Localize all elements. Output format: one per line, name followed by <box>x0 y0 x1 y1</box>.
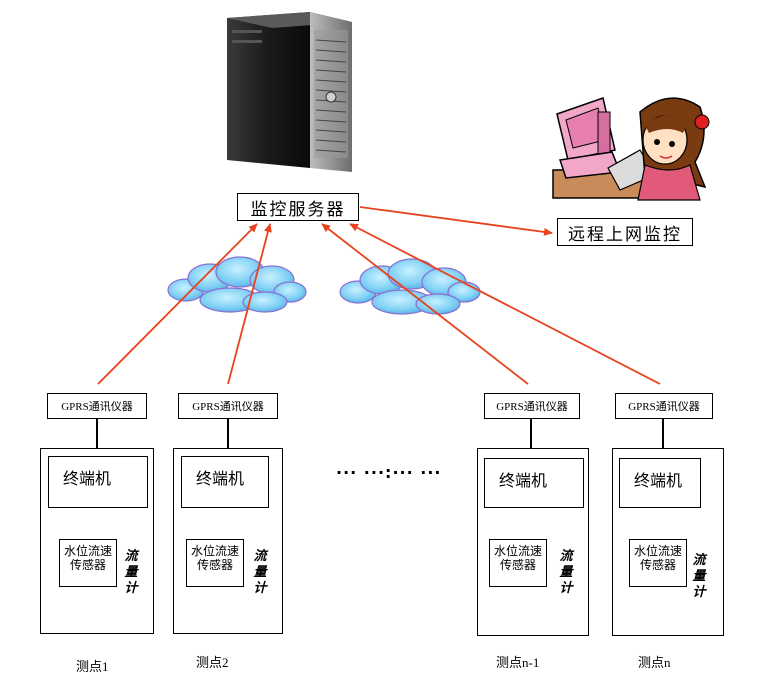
flowmeter-label: 流量计 <box>253 549 267 596</box>
gprs-device-label: GPRS通讯仪器 <box>484 393 580 419</box>
sensor-box: 水位流速 传感器 <box>489 539 547 587</box>
sensor-label-line2: 传感器 <box>69 558 106 572</box>
station-box: 终端机 水位流速 传感器 流量计 <box>40 448 154 634</box>
flowmeter-label: 流量计 <box>559 549 573 596</box>
station-box: 终端机 水位流速 传感器 流量计 <box>477 448 589 636</box>
station-caption: 测点n <box>638 655 671 670</box>
server-tower-icon <box>227 12 352 172</box>
ellipsis-separator: ··· ···:··· ··· <box>336 463 442 482</box>
data-flow-arrows <box>97 206 661 385</box>
terminal-box: 终端机 <box>181 456 269 508</box>
station-caption: 测点n-1 <box>496 655 540 670</box>
sensor-box: 水位流速 传感器 <box>629 539 687 587</box>
person-at-computer-icon <box>552 97 710 201</box>
sensor-box: 水位流速 传感器 <box>59 539 117 587</box>
sensor-label-line1: 水位流速 <box>190 544 239 558</box>
sensor-label-line1: 水位流速 <box>63 544 112 558</box>
server-label: 监控服务器 <box>237 193 359 221</box>
sensor-box: 水位流速 传感器 <box>186 539 244 587</box>
gprs-device-label: GPRS通讯仪器 <box>178 393 278 419</box>
terminal-box: 终端机 <box>619 458 701 508</box>
sensor-label-line2: 传感器 <box>196 558 233 572</box>
station-caption: 测点2 <box>196 655 229 670</box>
sensor-label-line2: 传感器 <box>639 558 676 572</box>
terminal-box: 终端机 <box>484 458 584 508</box>
cloud-icon <box>167 256 307 313</box>
flowmeter-label: 流量计 <box>124 549 138 596</box>
sensor-label-line2: 传感器 <box>499 558 536 572</box>
station-box: 终端机 水位流速 传感器 流量计 <box>612 448 724 636</box>
gprs-device-label: GPRS通讯仪器 <box>615 393 713 419</box>
gprs-device-label: GPRS通讯仪器 <box>47 393 147 419</box>
sensor-label-line1: 水位流速 <box>633 544 682 558</box>
remote-monitor-label: 远程上网监控 <box>557 218 693 246</box>
flowmeter-label: 流量计 <box>692 553 706 600</box>
station-caption: 测点1 <box>76 659 109 674</box>
sensor-label-line1: 水位流速 <box>493 544 542 558</box>
cloud-icon <box>339 258 481 315</box>
station-box: 终端机 水位流速 传感器 流量计 <box>173 448 283 634</box>
terminal-box: 终端机 <box>48 456 148 508</box>
